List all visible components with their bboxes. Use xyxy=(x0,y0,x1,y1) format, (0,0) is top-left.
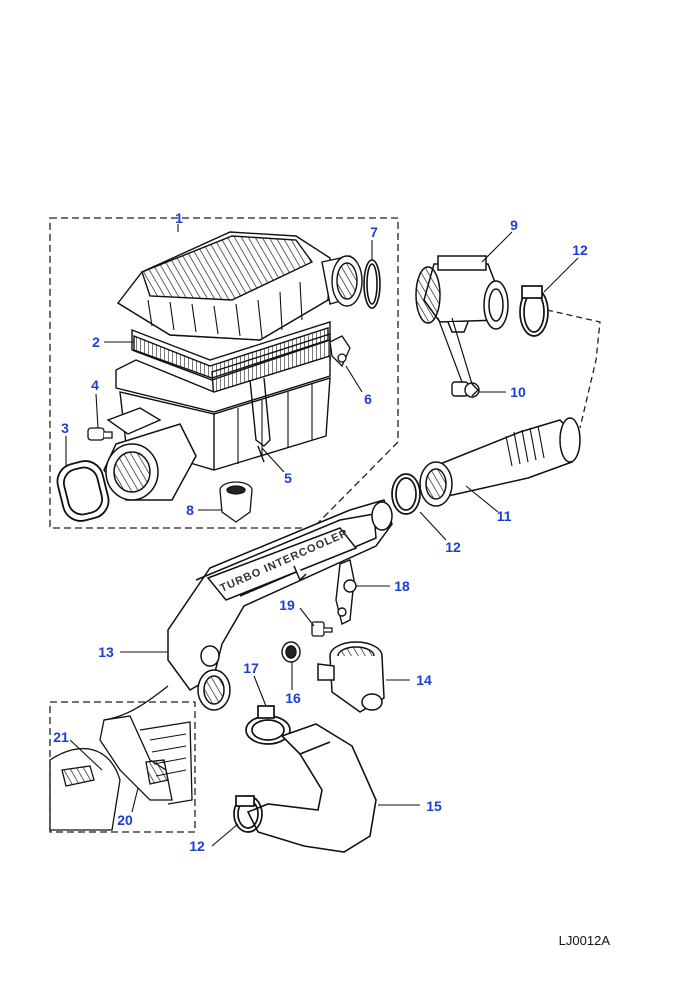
callout-1: 1 xyxy=(175,210,183,226)
callout-8: 8 xyxy=(186,502,194,518)
hose-clip-12-top xyxy=(519,285,549,337)
inset-engine-detail xyxy=(49,685,193,831)
air-flow-meter-9 xyxy=(415,255,509,333)
callout-14: 14 xyxy=(416,672,432,688)
callout-5: 5 xyxy=(284,470,292,486)
callout-12-mid: 12 xyxy=(445,539,461,555)
clip-6 xyxy=(329,335,351,368)
grommet-16 xyxy=(281,641,301,663)
callout-7: 7 xyxy=(370,224,378,240)
intake-seal-ring xyxy=(56,460,110,522)
dashed-connector xyxy=(546,309,601,429)
leader-9-10 xyxy=(437,317,473,385)
air-intake-snout xyxy=(103,423,197,501)
callout-16: 16 xyxy=(285,690,301,706)
callout-13: 13 xyxy=(98,644,114,660)
callout-6: 6 xyxy=(364,391,372,407)
hose-15 xyxy=(246,723,377,853)
callout-21: 21 xyxy=(53,729,69,745)
callout-9: 9 xyxy=(510,217,518,233)
callout-20: 20 xyxy=(117,812,133,828)
intake-hose-11 xyxy=(419,417,581,507)
outlet-seal-ring xyxy=(363,259,381,309)
callout-12-top: 12 xyxy=(572,242,588,258)
callout-19: 19 xyxy=(279,597,295,613)
callout-15: 15 xyxy=(426,798,442,814)
assembly-group-box xyxy=(49,217,399,529)
callout-18: 18 xyxy=(394,578,410,594)
callout-17: 17 xyxy=(243,660,259,676)
drain-valve-8 xyxy=(219,481,253,523)
retaining-clip-5 xyxy=(249,377,271,463)
bolt-19 xyxy=(311,621,333,637)
hose-clip-12-mid xyxy=(391,473,421,515)
callout-12-bottom: 12 xyxy=(189,838,205,854)
bolt-10 xyxy=(451,381,480,398)
callout-3: 3 xyxy=(61,420,69,436)
intercooler-duct-13 xyxy=(167,499,393,711)
bracket-18 xyxy=(335,559,357,626)
figure-reference: LJ0012A xyxy=(558,933,610,948)
duct-outlet-ring xyxy=(331,255,363,307)
hose-clip-12-bottom xyxy=(233,795,263,833)
callout-2: 2 xyxy=(92,334,100,350)
callout-11: 11 xyxy=(496,508,512,524)
callout-4: 4 xyxy=(91,377,99,393)
callout-10: 10 xyxy=(510,384,526,400)
leader-lines xyxy=(65,224,579,847)
breather-valve-14 xyxy=(317,641,385,713)
drain-stud xyxy=(87,427,113,441)
